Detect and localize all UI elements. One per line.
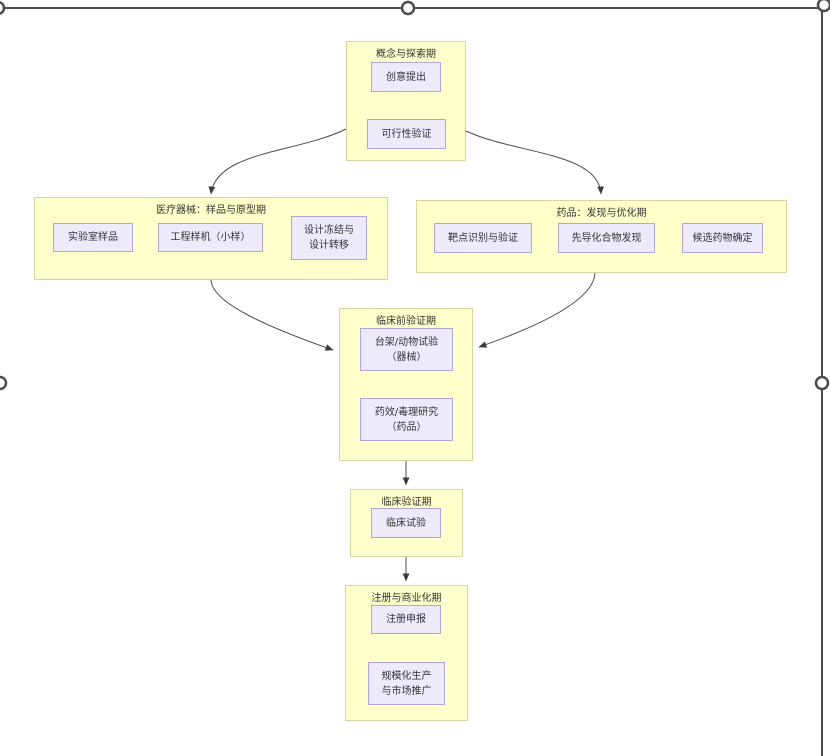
- node-bench-animal-test[interactable]: 台架/动物试验 （器械）: [360, 328, 453, 371]
- node-label-bench-animal-test: 台架/动物试验 （器械）: [374, 336, 439, 363]
- edge-concept-to-device[interactable]: [208, 128, 347, 195]
- node-label-scale-production-marketing: 规模化生产 与市场推广: [381, 670, 432, 697]
- node-label-lead-compound-discovery: 先导化合物发现: [571, 232, 642, 244]
- node-label-engineering-prototype: 工程样机（小样）: [170, 232, 251, 243]
- node-label-efficacy-toxicology-study: 药效/毒理研究 （药品）: [374, 406, 439, 433]
- resize-handle-left-middle[interactable]: [0, 375, 8, 391]
- node-label-candidate-drug-confirmation: 候选药物确定: [692, 232, 753, 244]
- node-label-registration-filing: 注册申报: [386, 614, 426, 625]
- group-title-device-prototype: 医疗器械：样品与原型期: [156, 205, 266, 216]
- node-design-freeze-transfer[interactable]: 设计冻结与 设计转移: [291, 216, 367, 260]
- resize-handle-top-left[interactable]: [0, 1, 6, 15]
- node-label-feasibility-verification: 可行性验证: [381, 128, 432, 140]
- node-lab-sample[interactable]: 实验室样品: [53, 223, 133, 252]
- resize-handle-top-center[interactable]: [400, 0, 416, 16]
- node-registration-filing[interactable]: 注册申报: [371, 605, 441, 634]
- edge-drug-to-preclinical[interactable]: [478, 272, 596, 348]
- node-feasibility-verification[interactable]: 可行性验证: [367, 119, 446, 149]
- group-title-concept-exploration: 概念与探索期: [376, 49, 436, 60]
- resize-handle-right-middle[interactable]: [814, 375, 830, 391]
- edge-device-to-preclinical[interactable]: [210, 279, 334, 351]
- node-label-target-identification: 靶点识别与验证: [448, 232, 518, 244]
- node-label-idea-proposal: 创意提出: [386, 71, 426, 83]
- group-title-registration-commercialization: 注册与商业化期: [371, 593, 442, 604]
- group-title-drug-discovery: 药品：发现与优化期: [556, 208, 647, 219]
- node-target-identification[interactable]: 靶点识别与验证: [434, 223, 532, 253]
- group-title-clinical-validation: 临床验证期: [381, 497, 432, 508]
- node-label-clinical-trial: 临床试验: [386, 517, 426, 529]
- group-title-preclinical-validation: 临床前验证期: [376, 316, 436, 327]
- edge-concept-to-drug[interactable]: [465, 130, 605, 195]
- node-label-design-freeze-transfer: 设计冻结与 设计转移: [304, 225, 354, 251]
- node-candidate-drug-confirmation[interactable]: 候选药物确定: [682, 223, 763, 253]
- node-scale-production-marketing[interactable]: 规模化生产 与市场推广: [368, 662, 445, 705]
- node-idea-proposal[interactable]: 创意提出: [371, 62, 441, 92]
- resize-handle-top-right[interactable]: [816, 0, 830, 13]
- node-efficacy-toxicology-study[interactable]: 药效/毒理研究 （药品）: [360, 398, 453, 441]
- node-clinical-trial[interactable]: 临床试验: [371, 508, 441, 538]
- node-engineering-prototype[interactable]: 工程样机（小样）: [158, 223, 263, 252]
- node-label-lab-sample: 实验室样品: [68, 232, 118, 243]
- node-lead-compound-discovery[interactable]: 先导化合物发现: [558, 223, 655, 253]
